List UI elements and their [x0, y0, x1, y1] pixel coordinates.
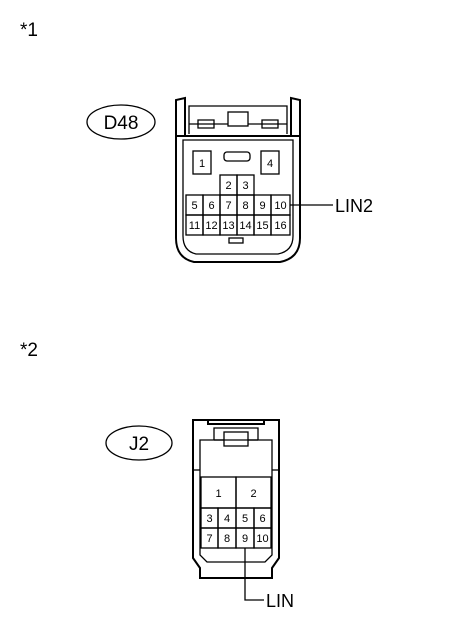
pin-label: 5	[191, 200, 197, 212]
connector-id-label: J2	[129, 434, 149, 455]
pin-label: 1	[215, 488, 221, 500]
pin-cell	[192, 150, 212, 175]
pin-label: 11	[189, 220, 200, 232]
pin-label: 8	[242, 200, 248, 212]
figure-2-marker: *2	[20, 340, 38, 361]
callout-label: LIN	[266, 591, 294, 611]
pin-label: 9	[259, 200, 265, 212]
figure-1: *1 D48 1 4	[20, 20, 373, 263]
pin-label: 4	[224, 513, 230, 525]
connector-body	[192, 419, 280, 579]
pin-label: 13	[222, 220, 234, 232]
pin-label: 10	[256, 533, 268, 545]
pin-label: 9	[242, 533, 248, 545]
pin-label: 2	[250, 488, 256, 500]
connector-id-ellipse	[86, 104, 156, 140]
pin-cell	[253, 527, 272, 549]
pin-cell	[260, 150, 280, 175]
figure-2: *2 J2 1 2 3 4 5	[20, 340, 294, 611]
pin-label: 15	[256, 220, 268, 232]
pin-label: 6	[208, 200, 214, 212]
pin-label: 12	[205, 220, 217, 232]
pin-label: 2	[225, 180, 231, 192]
connector-body	[175, 96, 301, 263]
figure-1-marker: *1	[20, 20, 38, 41]
pin-cell	[270, 214, 291, 236]
callout-leader-line	[244, 548, 264, 601]
pin-label: 7	[225, 200, 231, 212]
pin-label: 3	[206, 513, 212, 525]
connector-id-label: D48	[104, 113, 139, 134]
pin-label: 3	[242, 180, 248, 192]
pin-label: 14	[239, 220, 251, 232]
connector-id-ellipse	[105, 425, 173, 461]
pin-label: 10	[274, 200, 286, 212]
pin-label: 8	[224, 533, 230, 545]
pin-label: 7	[206, 533, 212, 545]
pin-label: 16	[274, 220, 286, 232]
pin-label: 1	[199, 158, 205, 170]
pin-label: 5	[242, 513, 248, 525]
pin-label: 6	[259, 513, 265, 525]
pin-label: 4	[267, 158, 273, 170]
callout-label: LIN2	[335, 196, 373, 216]
